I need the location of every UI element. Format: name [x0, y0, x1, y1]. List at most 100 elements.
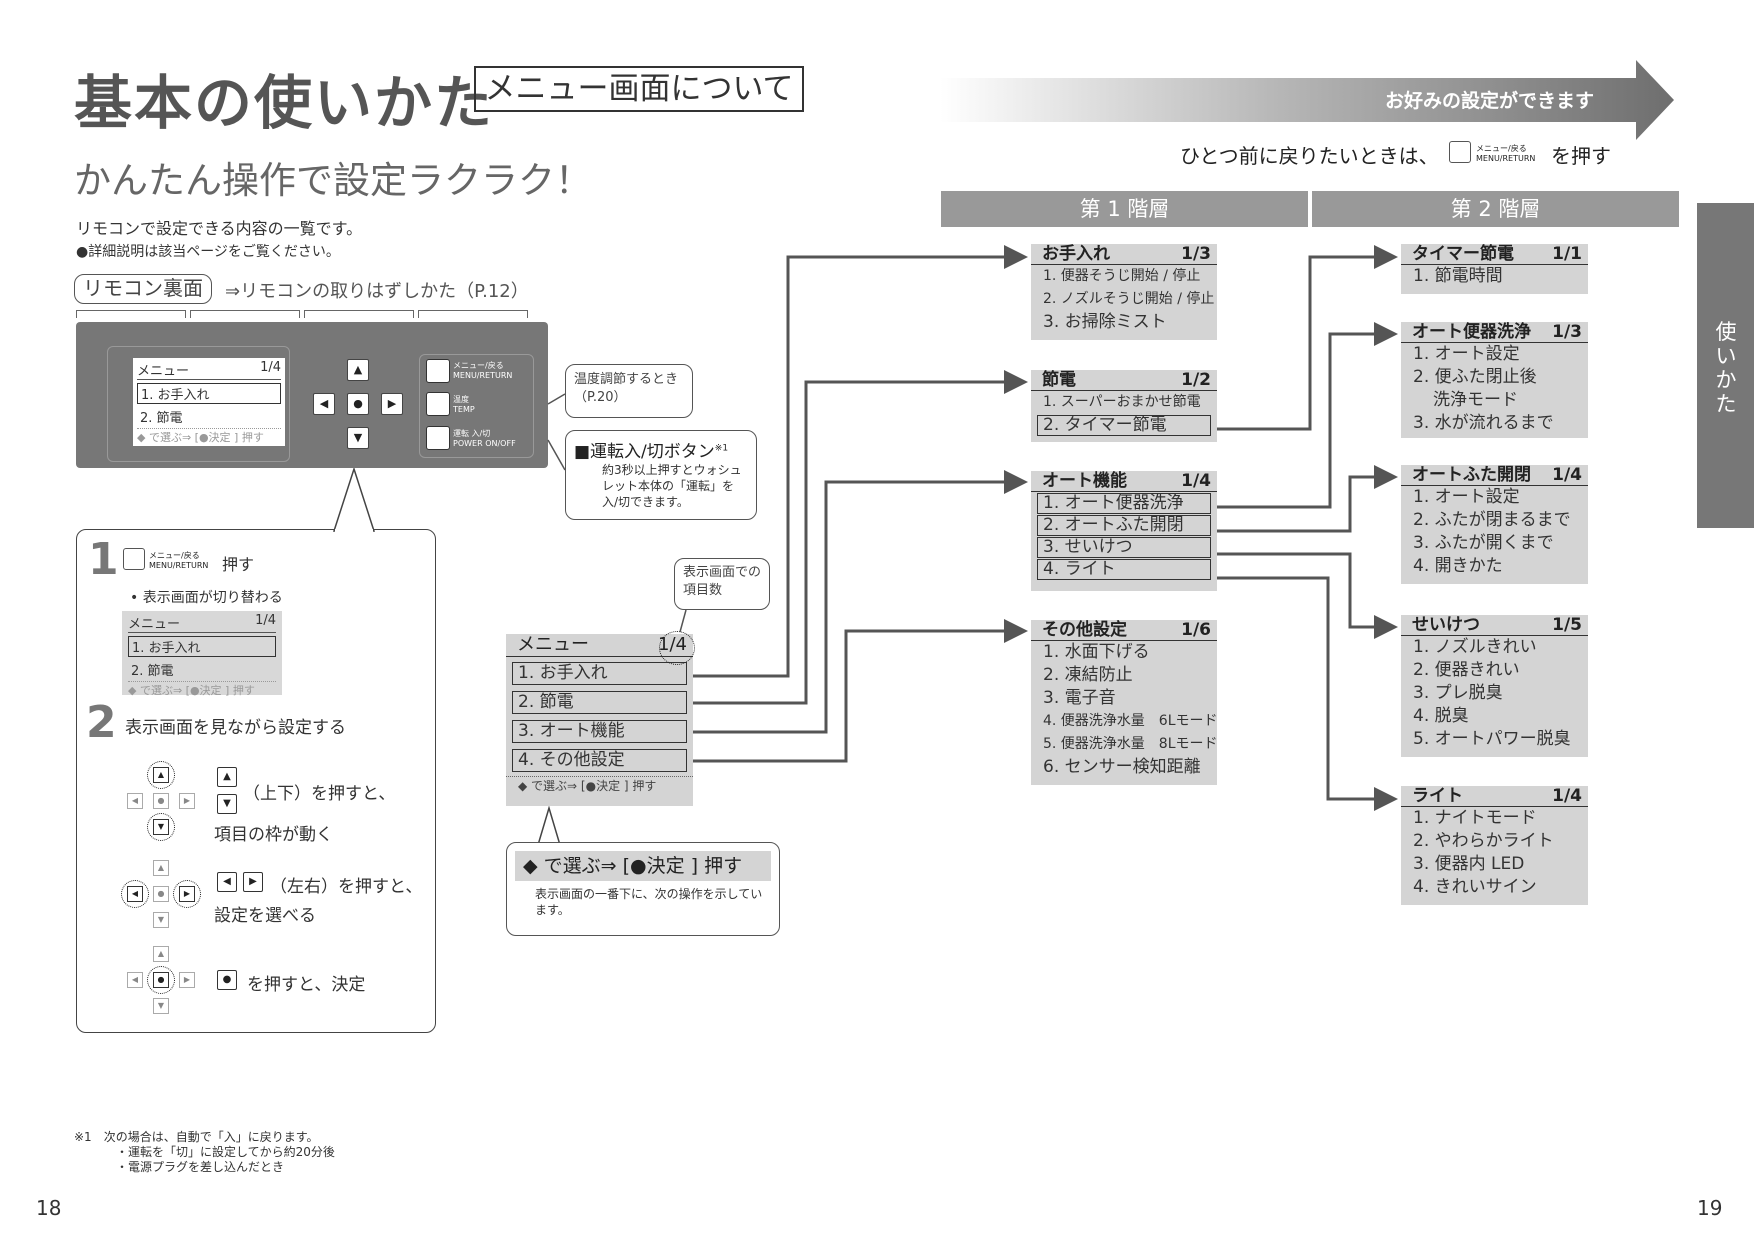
preference-arrow: [940, 60, 1674, 140]
remote-left-button[interactable]: ◀: [313, 393, 335, 415]
menu-item[interactable]: 2. 便器きれい: [1413, 660, 1520, 680]
menu-item[interactable]: 4. きれいサイン: [1413, 877, 1537, 897]
bottom-callout-pointer: [536, 806, 562, 846]
menu-page: 1/3: [1181, 244, 1211, 264]
menu-item[interactable]: 1. スーパーおまかせ節電: [1043, 394, 1201, 410]
power-callout-mark: ※1: [714, 443, 729, 454]
updown-text-2: 項目の枠が動く: [214, 825, 333, 845]
main-menu-item[interactable]: 3. オート機能: [512, 720, 687, 743]
menu-page: 1/5: [1552, 615, 1582, 635]
menu-item[interactable]: 3. 便器内 LED: [1413, 854, 1525, 874]
menu-item[interactable]: 4. 脱臭: [1413, 706, 1469, 726]
main-menu-item[interactable]: 2. 節電: [512, 691, 687, 714]
main-menu-item[interactable]: 4. その他設定: [512, 749, 687, 772]
menu-item[interactable]: 2. 便ふた閉止後: [1413, 367, 1537, 387]
remote-lcd-header: メニュー 1/4: [137, 360, 281, 380]
temp-callout-leader: [547, 393, 566, 405]
power-callout-body: 約3秒以上押すとウォシュレット本体の「運転」を入/切できます。: [602, 463, 742, 509]
menu-item[interactable]: 3. 電子音: [1043, 688, 1116, 708]
dpad-up-icon: ▲: [153, 767, 169, 783]
remote-strip: [304, 310, 414, 318]
step-1-label-en: MENU/RETURN: [149, 561, 209, 570]
first-level-header: 第 1 階層: [941, 191, 1308, 227]
page-title: 基本の使いかた: [74, 69, 495, 137]
menu-title: お手入れ: [1042, 244, 1110, 264]
remote-temp-label: 温度 TEMP: [453, 395, 475, 415]
menu-item[interactable]: 6. センサー検知距離: [1043, 757, 1201, 777]
menu-item[interactable]: 1. オート便器洗浄: [1037, 493, 1211, 514]
dpad-down-highlight: [147, 813, 175, 841]
power-callout: ■運転入/切ボタン※1 約3秒以上押すとウォシュレット本体の「運転」を入/切でき…: [565, 430, 757, 520]
remote-lcd-item: 2. 節電: [140, 411, 183, 426]
up-button-icon: ▲: [217, 767, 237, 787]
remote-power-label-jp: 運転 入/切: [453, 429, 491, 438]
menu-item[interactable]: 2. タイマー節電: [1037, 415, 1211, 436]
dpad-center-icon: ●: [153, 886, 169, 902]
remote-strip: [76, 310, 186, 318]
side-tab-char: 使: [1715, 320, 1737, 344]
return-note-pre: ひとつ前に戻りたいときは、: [1180, 144, 1439, 168]
main-menu-item[interactable]: 1. お手入れ: [512, 662, 687, 685]
menu-item[interactable]: 3. ふたが開くまで: [1413, 533, 1554, 553]
step-lcd-title: メニュー: [128, 617, 181, 632]
connector-clean: [1217, 552, 1398, 639]
dpad-up-highlight: [147, 761, 175, 789]
menu-item[interactable]: 4. ライト: [1037, 559, 1211, 580]
remote-back-link[interactable]: ⇒リモコンの取りはずしかた（P.12）: [225, 281, 529, 302]
menu-item[interactable]: 2. ノズルそうじ開始 / 停止: [1043, 291, 1215, 307]
menu-item[interactable]: 1. 水面下げる: [1043, 642, 1150, 662]
side-tab-label: 使いかた: [1700, 320, 1752, 416]
first-level-menu-care: お手入れ 1/3 1. 便器そうじ開始 / 停止 2. ノズルそうじ開始 / 停止…: [1031, 244, 1217, 340]
menu-page: 1/6: [1181, 620, 1211, 640]
menu-item[interactable]: 1. オート設定: [1413, 344, 1520, 364]
page-count-highlight: [659, 631, 695, 665]
dpad-down-icon: ▼: [153, 912, 169, 928]
menu-item[interactable]: 1. オート設定: [1413, 487, 1520, 507]
menu-item[interactable]: 洗浄モード: [1433, 390, 1518, 410]
dpad-center-highlight: [147, 966, 175, 994]
menu-item[interactable]: 3. プレ脱臭: [1413, 683, 1503, 703]
side-tab: [1697, 203, 1754, 528]
connector-autolid: [1217, 465, 1398, 533]
remote-lcd-item: 1. お手入れ: [137, 383, 281, 404]
remote-up-button[interactable]: ▲: [347, 359, 369, 381]
remote-right-button[interactable]: ▶: [381, 393, 403, 415]
power-callout-title: ■運転入/切ボタン※1: [574, 437, 748, 462]
bottom-callout-title: ◆ で選ぶ⇒ [●決定 ] 押す: [515, 851, 771, 881]
menu-item[interactable]: 5. 便器洗浄水量 8Lモード: [1043, 736, 1218, 752]
footnote-line: ※1 次の場合は、自動で「入」に戻ります。: [74, 1130, 319, 1144]
menu-item[interactable]: 2. やわらかライト: [1413, 831, 1554, 851]
remote-power-button[interactable]: [426, 426, 450, 450]
page-number-left: 18: [36, 1196, 62, 1220]
menu-item[interactable]: 2. オートふた開閉: [1037, 515, 1211, 536]
menu-item[interactable]: 3. 水が流れるまで: [1413, 413, 1554, 433]
menu-item[interactable]: 2. ふたが閉まるまで: [1413, 510, 1571, 530]
step-1-number: 1: [88, 534, 119, 585]
remote-temp-button[interactable]: [426, 392, 450, 416]
menu-item[interactable]: 5. オートパワー脱臭: [1413, 729, 1571, 749]
menu-title: その他設定: [1042, 620, 1127, 640]
remote-menu-return-button[interactable]: [426, 359, 450, 383]
main-menu-footer: ◆ で選ぶ⇒ [●決定 ] 押す: [506, 776, 693, 794]
dpad-left-icon: ◀: [127, 793, 143, 809]
remote-down-button[interactable]: ▼: [347, 427, 369, 449]
menu-item[interactable]: 1. ノズルきれい: [1413, 637, 1537, 657]
menu-item[interactable]: 2. 凍結防止: [1043, 665, 1133, 685]
menu-item[interactable]: 1. 節電時間: [1413, 266, 1503, 286]
menu-item[interactable]: 3. せいけつ: [1037, 537, 1211, 558]
menu-item[interactable]: 4. 便器洗浄水量 6Lモード: [1043, 713, 1218, 729]
menu-item[interactable]: 1. ナイトモード: [1413, 808, 1537, 828]
menu-page: 1/4: [1552, 786, 1582, 806]
menu-item[interactable]: 3. お掃除ミスト: [1043, 312, 1167, 332]
menu-item[interactable]: 1. 便器そうじ開始 / 停止: [1043, 268, 1201, 284]
menu-item[interactable]: 4. 開きかた: [1413, 556, 1503, 576]
menu-return-label-en: MENU/RETURN: [1476, 154, 1536, 163]
bottom-callout-body: 表示画面の一番下に、次の操作を示しています。: [535, 887, 763, 917]
menu-title: オート機能: [1042, 471, 1127, 491]
power-callout-title-text: ■運転入/切ボタン: [574, 442, 715, 462]
remote-enter-button[interactable]: ●: [347, 393, 369, 415]
